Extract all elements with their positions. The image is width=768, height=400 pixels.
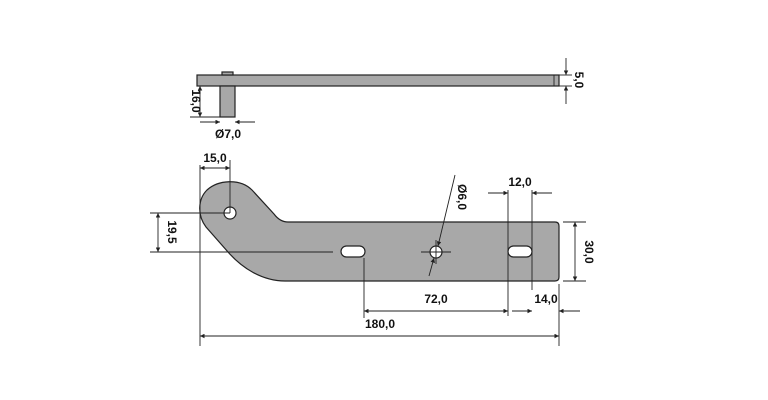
slot-left bbox=[340, 245, 366, 258]
thickness-label: 5,0 bbox=[572, 72, 586, 89]
side-plate bbox=[196, 74, 560, 87]
lobe-offset-label: 15,0 bbox=[203, 151, 227, 165]
side-view: 16,0 Ø7,0 5,0 bbox=[189, 58, 586, 141]
pin bbox=[219, 85, 236, 118]
pin-diameter-label: Ø7,0 bbox=[215, 127, 241, 141]
vertical-offset-label: 19,5 bbox=[165, 220, 179, 244]
hole-diameter-leader-top bbox=[436, 174, 456, 247]
end-offset-label: 14,0 bbox=[534, 292, 558, 306]
pin-length-label: 16,0 bbox=[189, 89, 203, 113]
overall-length-label: 180,0 bbox=[365, 317, 395, 331]
bracket-plate bbox=[199, 181, 560, 282]
hole-diameter-label: Ø6,0 bbox=[455, 184, 469, 210]
top-view: 15,0 19,5 Ø6,0 12,0 30,0 72,0 14,0 180,0 bbox=[150, 151, 596, 346]
hole-diameter-leader-bottom bbox=[428, 257, 435, 277]
slot-length-label: 12,0 bbox=[508, 175, 532, 189]
slot-right bbox=[507, 245, 533, 258]
width-label: 30,0 bbox=[582, 240, 596, 264]
pin-head bbox=[221, 71, 234, 76]
slot-spacing-label: 72,0 bbox=[424, 292, 448, 306]
